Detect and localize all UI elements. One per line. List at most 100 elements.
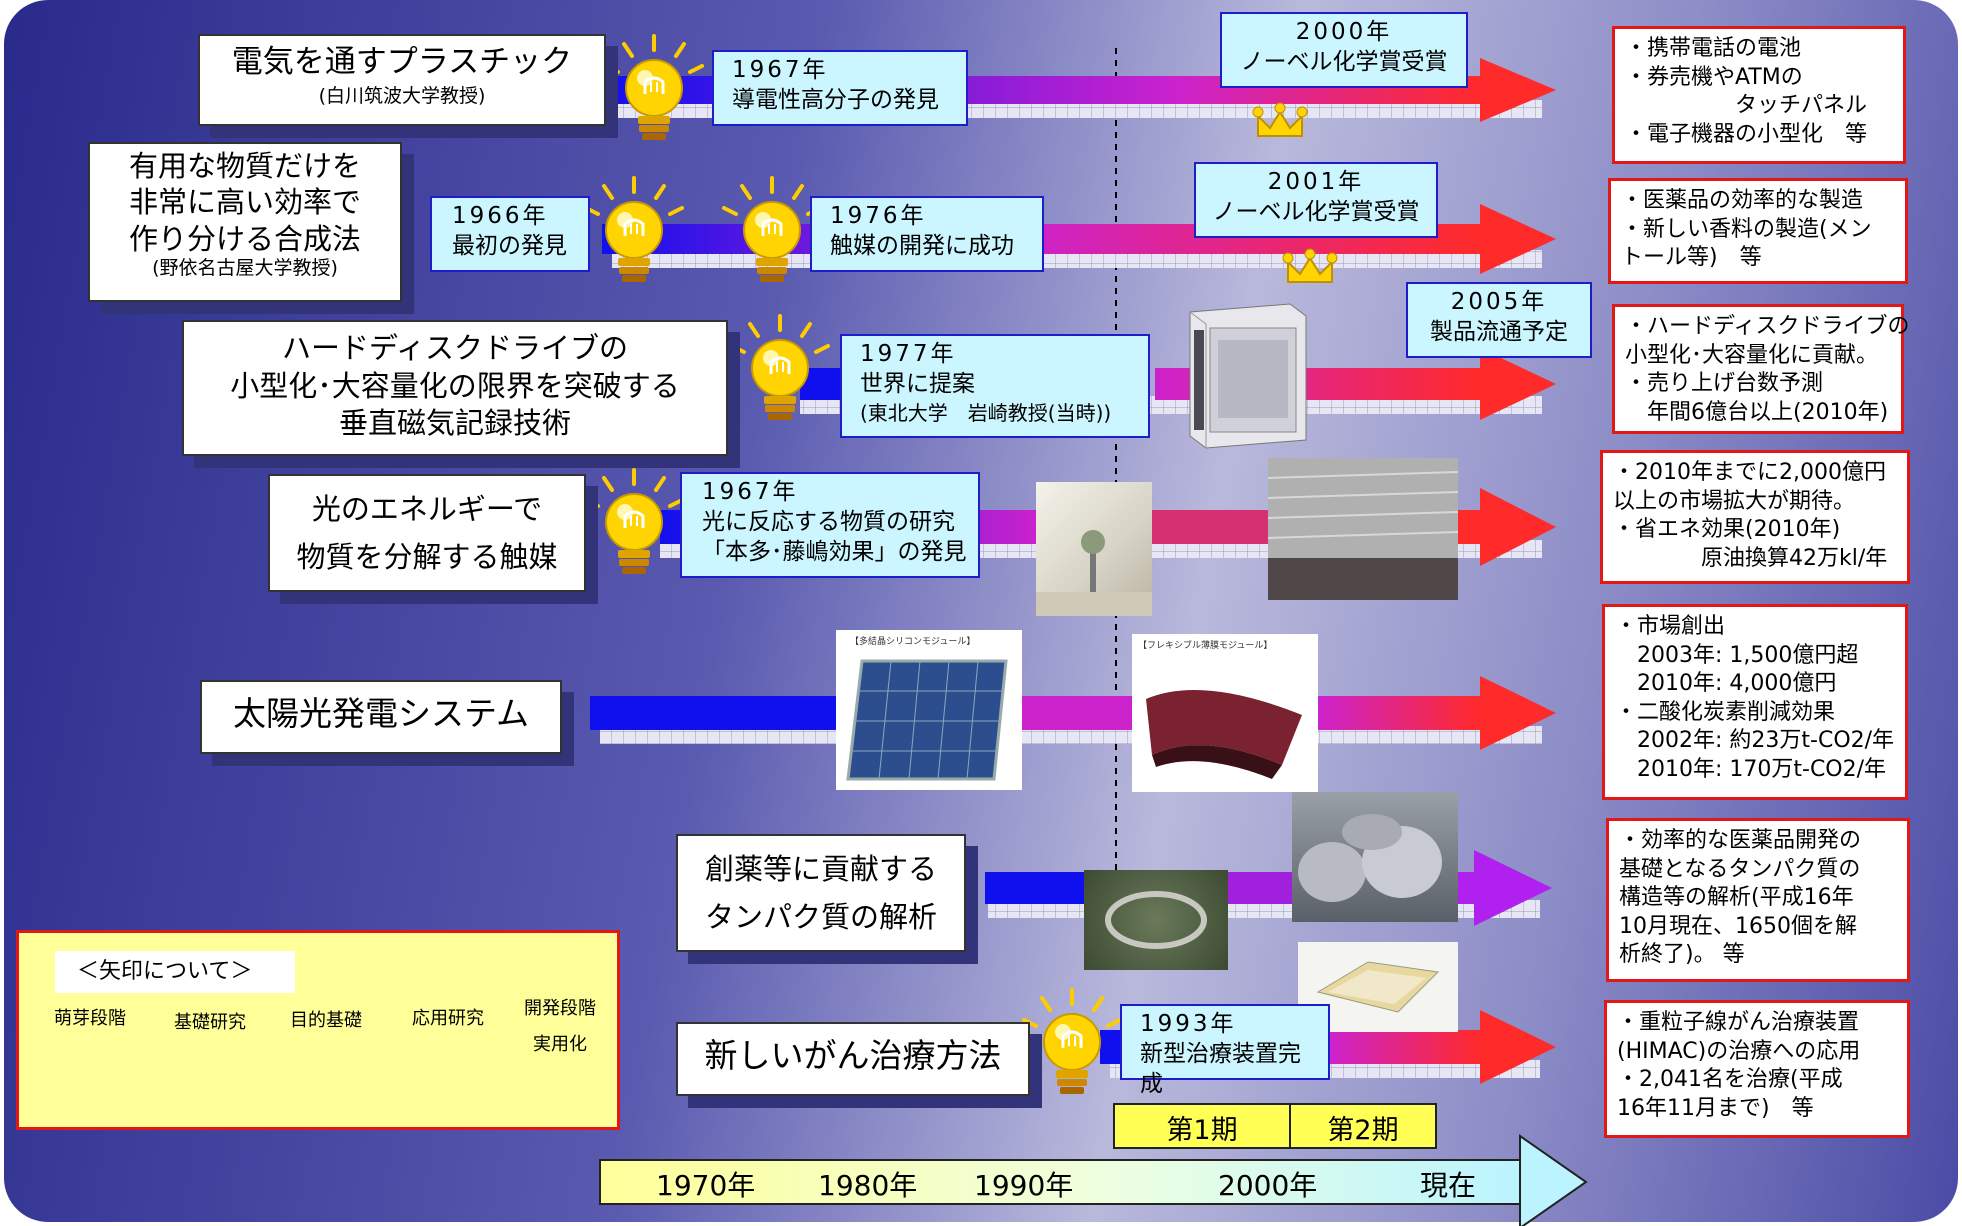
- result-box: ・重粒子線がん治療装置 (HIMAC)の治療への応用 ・2,041名を治療(平成…: [1604, 1000, 1910, 1138]
- result-line: 原油換算42万kl/年: [1613, 545, 1888, 571]
- topic-title: 太陽光発電システム: [232, 694, 529, 733]
- event-box: 1967年 導電性高分子の発見: [712, 50, 968, 126]
- legend-stage: 基礎研究: [174, 1012, 246, 1033]
- crown-icon: [1252, 102, 1308, 137]
- event-year: 1976年: [830, 203, 927, 229]
- legend-stage: 萌芽段階: [54, 1008, 126, 1029]
- event-box: 1967年 光に反応する物質の研究 「本多･藤嶋効果」の発見: [680, 472, 980, 578]
- result-line: 小型化･大容量化に貢献。: [1625, 342, 1879, 368]
- legend-stage: 目的基礎: [290, 1010, 362, 1031]
- topic-title: 小型化･大容量化の限界を突破する: [230, 368, 680, 403]
- event-text: 触媒の開発に成功: [830, 232, 1014, 259]
- facility-photo: [1292, 792, 1458, 922]
- timeline-arrowhead: [1519, 1134, 1588, 1226]
- event-box: 1976年 触媒の開発に成功: [810, 196, 1044, 272]
- result-line: 16年11月まで) 等: [1617, 1095, 1814, 1121]
- topic-title: 物質を分解する触媒: [296, 539, 558, 574]
- legend-stage: 応用研究: [412, 1008, 484, 1029]
- flexible-solar-graphic: [1146, 690, 1302, 779]
- solar-panel-photo: 【多結晶シリコンモジュール】: [836, 630, 1022, 790]
- topic-title: 有用な物質だけを: [128, 149, 361, 183]
- solar-panel-graphic: [846, 659, 1008, 781]
- period-label: 第2期: [1327, 1115, 1399, 1146]
- topic-subtitle: (白川筑波大学教授): [318, 84, 486, 107]
- result-line: ・二酸化炭素削減効果: [1615, 699, 1836, 725]
- result-box: ・医薬品の効率的な製造 ・新しい香料の製造(メン トール等) 等: [1608, 178, 1908, 284]
- event-text: 製品流通予定: [1430, 318, 1568, 345]
- topic-box-asymmetric-synthesis: 有用な物質だけを 非常に高い効率で 作り分ける合成法 (野依名古屋大学教授): [88, 142, 402, 302]
- event-text: 最初の発見: [452, 232, 567, 259]
- result-line: ・2,041名を治療(平成: [1617, 1067, 1843, 1093]
- topic-box-cancer-therapy: 新しいがん治療方法: [676, 1022, 1030, 1096]
- crown-icon: [1282, 248, 1338, 283]
- result-line: 構造等の解析(平成16年: [1619, 885, 1854, 911]
- topic-title: 光のエネルギーで: [311, 492, 543, 526]
- result-line: ・携帯電話の電池: [1625, 36, 1802, 61]
- result-line: ・省エネ効果(2010年): [1613, 517, 1841, 543]
- result-line: 2003年: 1,500億円超: [1615, 642, 1859, 668]
- event-box: 1977年 世界に提案 (東北大学 岩崎教授(当時)): [840, 334, 1150, 438]
- event-box: 1966年 最初の発見: [430, 196, 590, 272]
- event-text: 新型治療装置完成: [1140, 1040, 1301, 1097]
- topic-title: タンパク質の解析: [704, 899, 937, 934]
- event-box: 2000年 ノーベル化学賞受賞: [1220, 12, 1468, 88]
- result-line: 2002年: 約23万t-CO2/年: [1615, 728, 1895, 754]
- result-line: タッチパネル: [1625, 93, 1868, 119]
- photo-caption: 【フレキシブル薄膜モジュール】: [1138, 641, 1273, 651]
- topic-title: 創薬等に貢献する: [704, 852, 937, 886]
- event-text: 世界に提案: [860, 370, 975, 397]
- topic-subtitle: (野依名古屋大学教授): [152, 256, 338, 279]
- result-line: ・ハードディスクドライブの: [1625, 314, 1910, 339]
- result-line: 析終了)。 等: [1619, 942, 1745, 968]
- topic-box-solar: 太陽光発電システム: [200, 680, 562, 754]
- event-year: 2000年: [1295, 19, 1393, 45]
- result-line: 以上の市場拡大が期待。: [1613, 488, 1856, 514]
- result-box: ・携帯電話の電池 ・券売機やATMの タッチパネル ・電子機器の小型化 等: [1612, 26, 1906, 164]
- topic-title: 新しいがん治療方法: [704, 1036, 1002, 1075]
- result-line: ・券売機やATMの: [1625, 64, 1803, 90]
- photo-caption: 【多結晶シリコンモジュール】: [850, 637, 976, 647]
- event-year: 1966年: [452, 203, 549, 229]
- synchrotron-graphic: [1105, 891, 1207, 949]
- result-line: 10月現在、1650個を解: [1619, 913, 1857, 939]
- timeline-label: 1980年: [818, 1169, 918, 1202]
- result-line: ・新しい香料の製造(メン: [1621, 216, 1872, 242]
- result-line: 年間6億台以上(2010年): [1625, 399, 1889, 425]
- event-year: 2001年: [1267, 169, 1365, 195]
- treatment-device-graphic: [1316, 961, 1440, 1013]
- hard-disk-image: [1180, 300, 1310, 450]
- result-line: ・医薬品の効率的な製造: [1621, 188, 1864, 213]
- event-box: 2005年 製品流通予定: [1406, 282, 1592, 358]
- timeline-label: 2000年: [1218, 1169, 1318, 1202]
- event-box: 2001年 ノーベル化学賞受賞: [1194, 162, 1438, 238]
- topic-title: 垂直磁気記録技術: [338, 406, 571, 441]
- event-text: 導電性高分子の発見: [732, 86, 939, 113]
- flexible-solar-photo: 【フレキシブル薄膜モジュール】: [1132, 634, 1318, 792]
- timeline-label: 1990年: [974, 1169, 1074, 1202]
- topic-title: 作り分ける合成法: [128, 221, 361, 256]
- result-line: ・2010年までに2,000億円: [1613, 460, 1886, 485]
- topic-title: 非常に高い効率で: [128, 185, 361, 220]
- event-subtext: (東北大学 岩崎教授(当時)): [860, 400, 1112, 425]
- result-line: ・効率的な医薬品開発の: [1619, 828, 1862, 853]
- legend-stage: 実用化: [533, 1034, 587, 1055]
- arrow-head: [1480, 58, 1556, 122]
- building-photo: [1268, 458, 1458, 600]
- event-text: 光に反応する物質の研究: [702, 508, 955, 535]
- result-box: ・市場創出 2003年: 1,500億円超 2010年: 4,000億円 ・二酸…: [1602, 604, 1908, 800]
- result-line: ・売り上げ台数予測: [1625, 371, 1824, 397]
- topic-title: 電気を通すプラスチック: [231, 44, 573, 80]
- event-year: 1993年: [1140, 1011, 1237, 1037]
- event-text: ノーベル化学賞受賞: [1240, 48, 1448, 75]
- period-label: 第1期: [1166, 1115, 1238, 1146]
- hard-disk-graphic: [1189, 303, 1307, 449]
- result-line: 基礎となるタンパク質の: [1619, 856, 1861, 882]
- result-line: トール等) 等: [1621, 245, 1762, 271]
- facility-graphic: [1298, 814, 1442, 902]
- timeline-label: 現在: [1420, 1169, 1477, 1202]
- event-year: 1967年: [702, 479, 799, 505]
- period-bar: [1113, 1103, 1437, 1149]
- topic-box-photocatalyst: 光のエネルギーで 物質を分解する触媒: [268, 474, 586, 592]
- synchrotron-aerial-photo: [1084, 870, 1228, 970]
